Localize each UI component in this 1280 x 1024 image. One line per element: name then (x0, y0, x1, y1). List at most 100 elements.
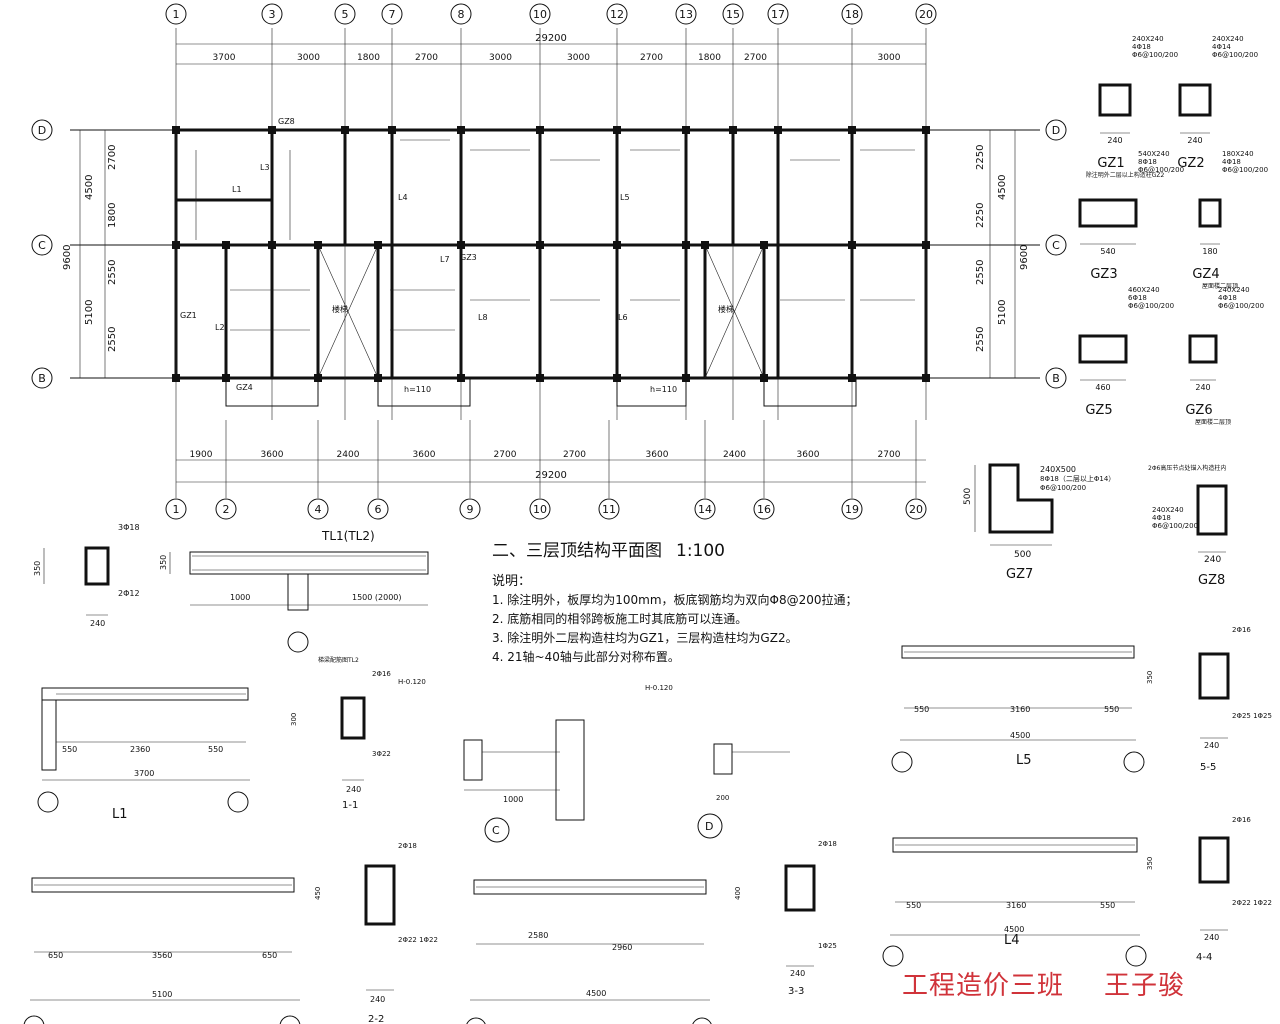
axis-bubble-bottom (598, 498, 620, 520)
gz8-name: GZ8 (1198, 573, 1225, 588)
axis-label-bottom: 9 (467, 503, 474, 516)
dim-top: 3000 (297, 53, 320, 63)
column-size: 240X240 (1218, 286, 1250, 294)
dim-top: 2700 (640, 53, 663, 63)
column-size: 240X240 (1212, 35, 1244, 43)
dim-bottom: 1900 (190, 450, 213, 460)
dim-bottom: 2700 (878, 450, 901, 460)
beam-label-l7: L7 (440, 255, 450, 264)
axis-bubble-bottom (841, 498, 863, 520)
s33-bot: 1Φ25 (818, 942, 837, 950)
s44-top: 2Φ16 (1232, 816, 1251, 824)
tl-bot-bars: 2Φ12 (118, 589, 140, 598)
axis-bubble-top (722, 3, 744, 25)
axis-label-side: D (1052, 124, 1060, 137)
l1-span: 3700 (134, 769, 154, 778)
author-class: 工程造价三班 (902, 971, 1065, 1001)
dim-left-in-3: 2550 (107, 260, 118, 285)
section-1-1: 240 1-1 2Φ16 3Φ22 H-0.120 300 (290, 670, 426, 811)
plan-labels: L1 L2 L3 L4 L5 L6 L7 L8 GZ1 GZ8 GZ3 GZ4 … (180, 117, 734, 394)
gz8-size: 240X240 (1152, 506, 1184, 514)
axis-bubble-top (450, 3, 472, 25)
note-item: 3. 除注明外二层构造柱均为GZ1，三层构造柱均为GZ2。 (492, 631, 798, 645)
dim-top: 2700 (415, 53, 438, 63)
dim-left-in-2: 1800 (107, 203, 118, 228)
l4-left: 550 (906, 901, 921, 910)
axis-label-bottom: 4 (315, 503, 322, 516)
drawing-notes: 说明： 1. 除注明外，板厚均为100mm，板底钢筋均为双向Φ8@200拉通； … (492, 572, 872, 667)
axis-label-top: 5 (342, 8, 349, 21)
col-label-gz8: GZ8 (278, 117, 295, 126)
beam-l3: L3 4500 2960 2580 (466, 879, 712, 1024)
s55-bot: 2Φ25 1Φ25 (1232, 712, 1272, 720)
beam-label-l4: L4 (398, 193, 408, 202)
s33-top: 2Φ18 (818, 840, 837, 848)
dim-bottom: 2700 (494, 450, 517, 460)
detail-elev: H-0.120 (645, 684, 673, 692)
axis-label-top: 18 (845, 8, 859, 21)
tl1-depth: 350 (159, 555, 168, 570)
s11-elev: H-0.120 (398, 678, 426, 686)
plan-grid (70, 128, 1040, 380)
l5-inner: 3160 (1010, 705, 1030, 714)
l3-span: 4500 (586, 989, 606, 998)
gz7-size: 240X500 (1040, 465, 1076, 474)
dim-top: 3000 (878, 53, 901, 63)
column-note: 屋面楼二层顶 (1195, 418, 1231, 426)
s55-width: 240 (1204, 741, 1219, 750)
axis-label-top: 13 (679, 8, 693, 21)
gz7-section: 500 500 240X500 8Φ18（二层以上Φ14） Φ6@100/200… (963, 463, 1115, 582)
s44-bot: 2Φ22 1Φ22 (1232, 899, 1272, 907)
dim-right-in-1: 2250 (975, 145, 986, 170)
s33-depth: 400 (734, 887, 742, 900)
drawing-title-text: 二、三层顶结构平面图 (492, 541, 662, 561)
section-5-5: 240 5-5 2Φ16 2Φ25 1Φ25 350 (1146, 626, 1272, 773)
column-stirrup: Φ6@100/200 (1132, 51, 1178, 59)
dim-left-5100: 5100 (84, 300, 95, 325)
axis-label-top: 8 (458, 8, 465, 21)
axis-bubble-bottom (459, 498, 481, 520)
dim-total-top: 29200 (535, 33, 567, 44)
interior-walls (172, 126, 930, 407)
column-note: 除注明外二层以上构造柱GZ2 (1086, 171, 1165, 179)
note-item: 2. 底筋相同的相邻跨板施工时其底筋可以连通。 (492, 612, 748, 626)
axis-label-bottom: 20 (909, 503, 923, 516)
tl-section: 3Φ18 2Φ12 240 350 (33, 523, 140, 628)
column-name: GZ1 (1097, 156, 1124, 171)
tl1-note: 梯梁配筋图TL2 (318, 656, 359, 664)
l4-inner: 3160 (1006, 901, 1026, 910)
gz8-section: 2Φ6高压节点处锚入构造柱内 240X240 4Φ18 Φ6@100/200 2… (1148, 464, 1228, 588)
axis-bubble-side (1045, 234, 1067, 256)
column-dim: 240 (1195, 383, 1210, 392)
dim-right-5100: 5100 (997, 300, 1008, 325)
detail-d-label: D (705, 820, 713, 833)
side-dimension-lines (79, 130, 1016, 378)
axis-label-bottom: 19 (845, 503, 859, 516)
column-stirrup: Φ6@100/200 (1212, 51, 1258, 59)
l3-inner: 2960 (612, 943, 632, 952)
gz7-dim-side: 500 (963, 488, 973, 505)
axis-label-bottom: 14 (698, 503, 712, 516)
column-name: GZ2 (1177, 156, 1204, 171)
gz8-bars: 4Φ18 (1152, 514, 1171, 522)
axis-label-top: 7 (389, 8, 396, 21)
axis-label-bottom: 6 (375, 503, 382, 516)
beam-label-l2: L2 (215, 323, 225, 332)
gz8-dim: 240 (1204, 555, 1221, 565)
beam-l5: L5 4500 3160 550 550 (891, 645, 1145, 773)
axis-label-side: C (1052, 239, 1060, 252)
dim-bottom: 3600 (413, 450, 436, 460)
s55-name: 5-5 (1200, 762, 1216, 773)
l5-name: L5 (1016, 753, 1032, 768)
axis-bubble-bottom (307, 498, 329, 520)
l5-left: 550 (914, 705, 929, 714)
l2-inner: 3560 (152, 951, 172, 960)
dim-top: 3000 (567, 53, 590, 63)
column-dim: 540 (1100, 247, 1115, 256)
s44-width: 240 (1204, 933, 1219, 942)
tl-top-bars: 3Φ18 (118, 523, 140, 532)
